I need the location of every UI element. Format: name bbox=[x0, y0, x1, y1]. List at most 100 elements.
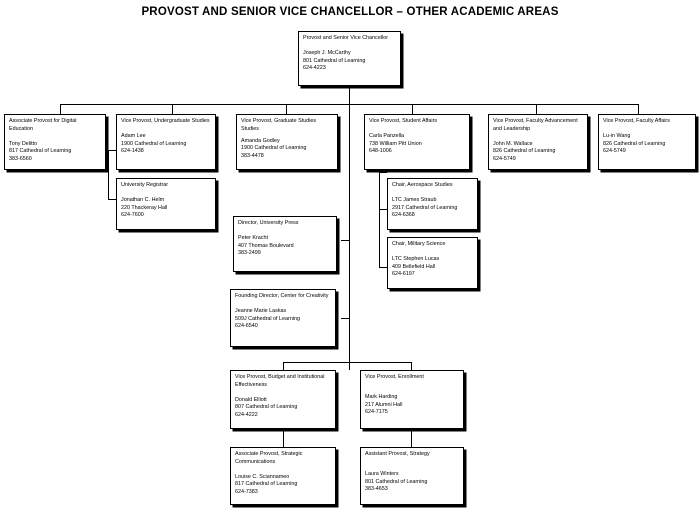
node-root[interactable]: Provost and Senior Vice Chancellor Josep… bbox=[298, 31, 401, 86]
node-phone: 624-7175 bbox=[365, 409, 388, 416]
connector-budget-stem bbox=[283, 430, 285, 447]
connector-drop-undergraduate bbox=[172, 104, 174, 115]
connector-undergrad-to-box bbox=[108, 150, 116, 152]
node-faculty-advancement[interactable]: Vice Provost, Faculty Advancement and Le… bbox=[488, 114, 588, 170]
node-role: Chair, Military Science bbox=[392, 241, 446, 247]
node-spacer bbox=[603, 126, 691, 133]
connector-undergrad-stem bbox=[108, 150, 110, 200]
node-person: Jonathan C. Helm bbox=[121, 196, 165, 203]
node-location: 817 Cathedral of Learning bbox=[235, 481, 298, 488]
node-person: Jeanne Marie Laskas bbox=[235, 307, 287, 314]
node-person: Lu-in Wang bbox=[603, 132, 631, 139]
connector-drop-digital-education bbox=[60, 104, 62, 115]
node-role: Founding Director, Center for Creativity bbox=[235, 293, 329, 299]
node-phone: 648-1006 bbox=[369, 148, 392, 155]
node-phone: 624-6368 bbox=[392, 212, 415, 219]
node-budget-effectiveness[interactable]: Vice Provost, Budget and Institutional E… bbox=[230, 370, 336, 429]
node-location: 817 Cathedral of Learning bbox=[9, 148, 72, 155]
node-location: 826 Cathedral of Learning bbox=[603, 140, 666, 147]
node-role: Vice Provost, Faculty Affairs bbox=[603, 118, 670, 124]
node-person: Adam Lee bbox=[121, 132, 146, 139]
node-location: 217 Alumni Hall bbox=[365, 401, 403, 408]
node-role: Assistant Provost, Strategy bbox=[365, 451, 430, 457]
node-role: Vice Provost, Faculty Advancement and Le… bbox=[493, 118, 578, 132]
node-person: Donald Elliott bbox=[235, 396, 267, 403]
node-location: 801 Cathedral of Learning bbox=[365, 478, 428, 485]
connector-drop-enrollment bbox=[411, 362, 413, 370]
node-role: University Registrar bbox=[121, 182, 169, 188]
node-graduate-studies[interactable]: Vice Provost, Graduate Studies Studies A… bbox=[236, 114, 338, 170]
node-location: 807 Cathedral of Learning bbox=[235, 404, 298, 411]
connector-student-affairs-stem bbox=[379, 172, 381, 268]
node-role: Vice Provost, Budget and Institutional E… bbox=[235, 374, 325, 388]
node-spacer bbox=[121, 126, 211, 133]
node-faculty-affairs[interactable]: Vice Provost, Faculty Affairs Lu-in Wang… bbox=[598, 114, 696, 170]
node-strategy[interactable]: Assistant Provost, Strategy Laura Winter… bbox=[360, 447, 464, 505]
node-student-affairs[interactable]: Vice Provost, Student Affairs Carla Panz… bbox=[364, 114, 470, 170]
node-spacer bbox=[493, 134, 583, 141]
node-role: Associate Provost for Digital Education bbox=[9, 118, 77, 132]
node-person: Carla Panzella bbox=[369, 132, 405, 139]
node-phone: 383-4653 bbox=[365, 486, 388, 493]
node-person: LTC Stephen Lucas bbox=[392, 255, 440, 262]
node-spacer bbox=[235, 301, 331, 308]
node-person: Amanda Godley bbox=[241, 137, 280, 144]
node-center-for-creativity[interactable]: Founding Director, Center for Creativity… bbox=[230, 289, 336, 347]
node-role: Vice Provost, Undergraduate Studies bbox=[121, 118, 210, 124]
connector-center-spine bbox=[349, 104, 351, 370]
connector-aerospace-in bbox=[379, 209, 387, 211]
node-strategic-communications[interactable]: Associate Provost, Strategic Communicati… bbox=[230, 447, 336, 505]
page-title: PROVOST AND SENIOR VICE CHANCELLOR – OTH… bbox=[141, 6, 559, 18]
node-role: Director, University Press bbox=[238, 220, 299, 226]
connector-registrar-in bbox=[108, 199, 116, 201]
node-location: 220 Thackeray Hall bbox=[121, 204, 168, 211]
node-phone: 624-6197 bbox=[392, 271, 415, 278]
node-phone: 624-6540 bbox=[235, 323, 258, 330]
node-spacer bbox=[392, 190, 473, 197]
node-person: Tony Delitto bbox=[9, 140, 38, 147]
node-spacer bbox=[121, 190, 211, 197]
node-phone: 624-5749 bbox=[603, 148, 626, 155]
node-digital-education[interactable]: Associate Provost for Digital Education … bbox=[4, 114, 106, 170]
node-spacer bbox=[238, 228, 332, 235]
node-phone: 383-6560 bbox=[9, 156, 32, 163]
connector-root-down bbox=[349, 86, 351, 105]
node-location: 2917 Cathedral of Learning bbox=[392, 204, 458, 211]
node-location: 801 Cathedral of Learning bbox=[303, 57, 366, 64]
connector-drop-budget bbox=[283, 362, 285, 370]
node-phone: 624-4222 bbox=[235, 412, 258, 419]
node-spacer bbox=[369, 126, 465, 133]
node-university-registrar[interactable]: University Registrar Jonathan C. Helm 22… bbox=[116, 178, 216, 230]
node-role: Associate Provost, Strategic Communicati… bbox=[235, 451, 303, 465]
node-phone: 624-7600 bbox=[121, 212, 144, 219]
node-enrollment[interactable]: Vice Provost, Enrollment Mark Harding 21… bbox=[360, 370, 464, 429]
node-phone: 383-4478 bbox=[241, 153, 264, 160]
node-person: Laura Winters bbox=[365, 470, 399, 477]
node-location: 1900 Cathedral of Learning bbox=[121, 140, 187, 147]
connector-enrollment-stem bbox=[411, 430, 413, 447]
node-location: 826 Cathedral of Learning bbox=[493, 148, 556, 155]
node-undergraduate-studies[interactable]: Vice Provost, Undergraduate Studies Adam… bbox=[116, 114, 216, 170]
node-phone: 624-5749 bbox=[493, 156, 516, 163]
connector-drop-student-affairs bbox=[412, 104, 414, 115]
node-aerospace-studies[interactable]: Chair, Aerospace Studies LTC James Strau… bbox=[387, 178, 478, 230]
node-person: Mark Harding bbox=[365, 393, 398, 400]
node-location: 1900 Cathedral of Learning bbox=[241, 145, 307, 152]
node-phone: 624-7383 bbox=[235, 489, 258, 496]
node-spacer bbox=[303, 43, 396, 50]
connector-university-press-in bbox=[341, 240, 350, 242]
node-phone: 624-1438 bbox=[121, 148, 144, 155]
node-person: Joseph J. McCarthy bbox=[303, 49, 351, 56]
node-university-press[interactable]: Director, University Press Peter Kracht … bbox=[233, 216, 337, 272]
node-role: Provost and Senior Vice Chancellor bbox=[303, 35, 388, 41]
node-spacer bbox=[365, 459, 459, 471]
node-person: Louise C. Sciannameo bbox=[235, 473, 290, 480]
node-phone: 624-4223 bbox=[303, 65, 326, 72]
connector-military-in bbox=[379, 267, 387, 269]
node-military-science[interactable]: Chair, Military Science LTC Stephen Luca… bbox=[387, 237, 478, 289]
connector-drop-faculty-affairs bbox=[638, 104, 640, 115]
node-role: Vice Provost, Student Affairs bbox=[369, 118, 438, 124]
node-person: LTC James Straub bbox=[392, 196, 437, 203]
node-location: 738 William Pitt Union bbox=[369, 140, 422, 147]
